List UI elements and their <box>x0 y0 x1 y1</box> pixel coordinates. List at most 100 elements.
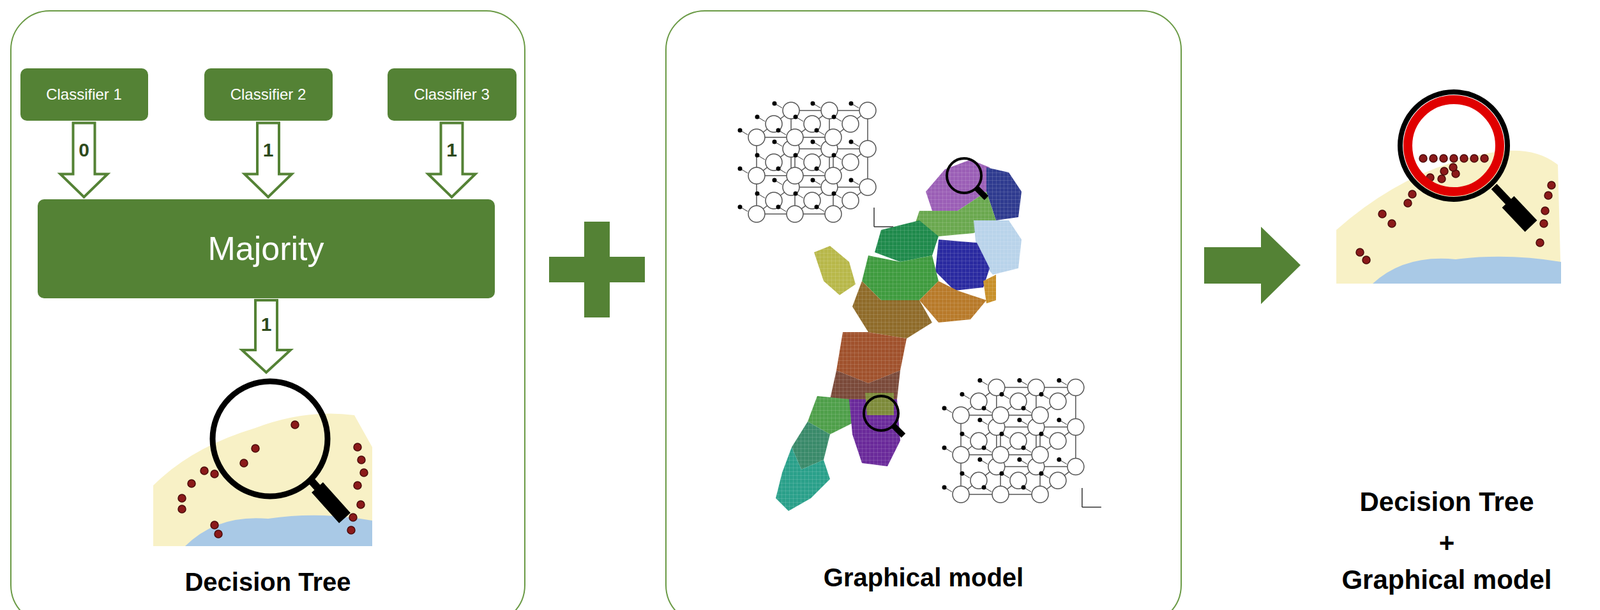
lattice-dot <box>772 101 778 106</box>
lattice-edge <box>758 194 765 198</box>
lattice-edge <box>814 104 821 108</box>
left-map <box>153 381 373 546</box>
lattice-node <box>1067 458 1085 476</box>
lattice-node <box>952 406 970 424</box>
site-dot <box>187 479 196 488</box>
lattice-node <box>803 153 821 171</box>
lattice-dot <box>849 139 854 145</box>
lattice-node <box>1049 432 1067 449</box>
lattice-edge <box>775 180 783 185</box>
lattice-node <box>1067 379 1085 396</box>
lattice-dot <box>942 445 947 451</box>
classifier-box: Classifier 1 <box>20 68 149 121</box>
lattice-edge <box>835 194 842 198</box>
lattice-node <box>842 192 859 209</box>
lattice-edge <box>1042 434 1050 438</box>
lattice-node <box>1031 446 1049 463</box>
lattice-node <box>859 102 876 119</box>
lattice-dot <box>999 431 1004 437</box>
lattice-node <box>992 485 1009 503</box>
lattice-edge <box>779 169 786 174</box>
lattice-dot <box>814 128 820 133</box>
site-dot <box>1419 154 1427 163</box>
axis <box>873 207 875 227</box>
edge-value: 1 <box>261 139 276 161</box>
lattice-dot <box>999 471 1004 476</box>
lattice-edge <box>817 207 825 212</box>
panel-title: Decision Tree <box>11 567 525 597</box>
site-dot <box>1388 219 1396 228</box>
lattice-edge <box>1042 473 1050 478</box>
lattice-node <box>824 128 842 146</box>
site-dot <box>210 469 219 478</box>
lattice-edge <box>981 420 988 425</box>
site-dot <box>353 443 362 451</box>
lattice-dot <box>1038 392 1044 397</box>
lattice-cube <box>942 377 1102 507</box>
site-dot <box>1536 238 1544 247</box>
lattice-dot <box>772 139 778 145</box>
lattice-dot <box>1056 417 1062 423</box>
lattice-edge <box>852 142 859 147</box>
site-dot <box>1403 199 1412 207</box>
lattice-edge <box>817 130 825 135</box>
lattice-edge <box>1024 408 1032 413</box>
site-dot <box>1449 154 1458 163</box>
lattice-node <box>803 115 821 133</box>
box-label: Classifier 3 <box>413 85 490 104</box>
site-dot <box>1378 210 1387 218</box>
lattice-edge <box>1060 460 1067 465</box>
lattice-edge <box>1060 420 1067 425</box>
lattice-dot <box>849 178 854 183</box>
lattice-node <box>824 205 842 223</box>
lattice-edge <box>814 180 821 185</box>
lattice-edge <box>852 104 859 108</box>
lattice-edge <box>852 180 859 185</box>
group-panel: Graphical model <box>665 10 1182 610</box>
lattice-dot <box>831 153 837 158</box>
lattice-dot <box>755 153 760 158</box>
lattice-edge <box>963 394 970 399</box>
box-label: Classifier 1 <box>45 85 122 104</box>
lattice-dot <box>1017 457 1022 462</box>
lattice-dot <box>1056 377 1062 383</box>
lattice-dot <box>977 377 982 383</box>
lattice-dot <box>1056 457 1062 462</box>
lattice-node <box>765 115 783 133</box>
lattice-dot <box>772 178 778 183</box>
axis <box>874 226 894 228</box>
axis <box>1082 506 1102 508</box>
lattice-node <box>803 192 821 209</box>
site-dot <box>1440 167 1449 175</box>
lattice-edge <box>775 104 783 108</box>
hollow-arrow <box>60 123 108 198</box>
lattice-edge <box>1024 487 1032 492</box>
lattice-dot <box>1038 471 1044 476</box>
lattice-dot <box>755 114 760 120</box>
lattice-edge <box>1020 381 1028 385</box>
lattice-dot <box>776 166 781 172</box>
site-dot <box>1541 206 1549 215</box>
box-label: Majority <box>207 229 324 268</box>
lattice-dot <box>1017 377 1022 383</box>
lattice-dot <box>831 191 837 197</box>
lattice-node <box>786 205 804 223</box>
site-dot <box>1408 190 1417 198</box>
lattice-edge <box>1020 420 1028 425</box>
lattice-edge <box>796 194 804 198</box>
lattice-dot <box>981 406 987 411</box>
lattice-node <box>765 192 783 209</box>
result-title: Decision Tree <box>1287 485 1600 518</box>
site-dot <box>1439 154 1448 163</box>
lattice-node <box>859 178 876 196</box>
right-map <box>1336 91 1562 284</box>
lattice-dot <box>1021 406 1027 411</box>
lattice-edge <box>985 408 992 413</box>
lattice-node <box>1067 418 1085 436</box>
lattice-edge <box>1042 394 1050 399</box>
lattice-dot <box>793 153 799 158</box>
lattice-dot <box>738 204 743 210</box>
lattice-dot <box>959 392 965 397</box>
site-dot <box>349 513 357 521</box>
lattice-dot <box>942 485 947 490</box>
